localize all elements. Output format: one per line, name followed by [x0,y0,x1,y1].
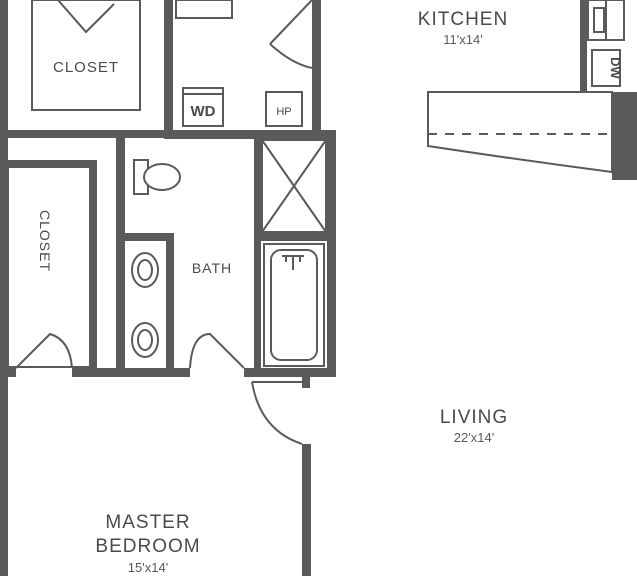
dishwasher-label: DW [608,57,623,79]
bath: BATH [131,139,327,369]
toilet-icon [133,159,181,195]
wall-bath-bottom-b [72,368,190,377]
kitchen-sink-icon [587,0,625,41]
closet-left-door-swing [15,332,73,369]
living: LIVING 22'x14' [440,407,508,445]
heat-pump [265,91,303,127]
heat-pump-label: HP [276,106,291,118]
kitchen: DW KITCHEN 11'x14' [418,0,625,174]
wall-bedroom-living [302,444,311,576]
closet-left: CLOSET [7,166,91,369]
closet-top-door-swing [57,0,115,34]
living-label: LIVING [440,407,508,428]
bath-door-swing [189,332,245,369]
utility-door-swing [269,0,313,69]
closet-top-shelf [31,0,141,111]
bath-label: BATH [192,260,232,276]
wall-bedroom-living-stub [302,376,310,388]
wall-bath-right [327,130,336,376]
washer-dryer-label: WD [191,103,216,120]
wall-utility-bottom [164,130,336,139]
living-dimensions: 22'x14' [454,430,494,445]
wall-vanity-top [122,233,174,241]
wall-bath-bottom-a [0,368,16,377]
bathtub-icon [263,243,325,367]
master-bedroom-label-line2: BEDROOM [95,536,200,557]
shower-icon [261,139,327,233]
kitchen-island [427,91,613,174]
kitchen-label: KITCHEN [418,9,508,30]
dishwasher [591,49,621,87]
wall-closet-left-top [0,160,96,167]
wall-bath-bottom-c [244,368,336,377]
wall-tub-left [254,233,261,373]
wall-shower-left [254,138,261,238]
wall-left-exterior [0,0,8,576]
utility-shelf [175,0,233,19]
closet-left-label: CLOSET [37,210,53,272]
master-bedroom-dimensions: 15'x14' [128,560,168,575]
wall-bath-left [116,130,125,376]
closet-left-shelf [7,166,91,368]
wall-closet-top-bottom [0,130,172,138]
master-bedroom: MASTER BEDROOM 15'x14' [95,512,200,575]
wall-kitchen-right [612,92,637,180]
wall-closet-utility [164,0,173,138]
wall-utility-right [312,0,321,138]
sink-upper-icon [131,252,159,288]
closet-top: CLOSET [31,0,141,111]
utility-room: WD HP [175,0,313,127]
wall-shower-tub [254,233,330,241]
bedroom-door-swing [251,381,304,445]
kitchen-dimensions: 11'x14' [443,32,482,47]
wall-kitchen-right-upper [580,0,587,92]
master-bedroom-label-line1: MASTER [105,512,190,533]
closet-top-label: CLOSET [53,59,119,76]
sink-lower-icon [131,322,159,358]
wall-closet-left-right [90,160,97,370]
wall-vanity-right [166,233,174,372]
